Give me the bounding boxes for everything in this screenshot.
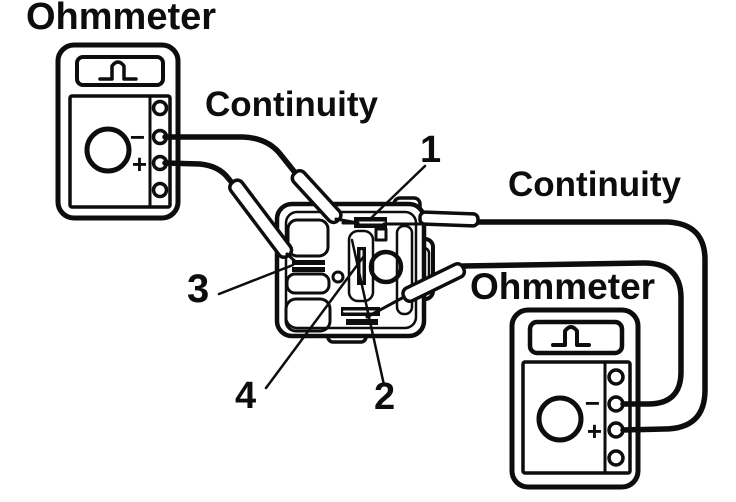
left-ohmmeter-jack-4 bbox=[151, 181, 169, 199]
connector-slot-mid-left bbox=[285, 272, 331, 295]
leader-terminal-4 bbox=[264, 254, 366, 390]
left-positive-wire bbox=[162, 160, 241, 193]
terminal-2-number: 2 bbox=[374, 376, 396, 418]
left-ohmmeter-display bbox=[75, 55, 165, 87]
continuity-pulse-icon bbox=[551, 325, 591, 347]
probe-right-lower-tip bbox=[365, 295, 406, 319]
relay-connector bbox=[274, 196, 435, 344]
probe-right-upper bbox=[418, 210, 480, 228]
terminal-3-blade-lower bbox=[292, 267, 325, 272]
test-lead-wires bbox=[162, 134, 708, 433]
terminal-2-blade-lower bbox=[346, 319, 378, 325]
left-ohmmeter-dial bbox=[84, 126, 132, 174]
leader-terminal-3 bbox=[217, 263, 295, 296]
test-probes bbox=[228, 168, 480, 319]
connector-center-ring bbox=[368, 249, 404, 285]
terminal-1-number: 1 bbox=[420, 129, 442, 171]
leader-terminal-1 bbox=[367, 164, 427, 222]
left-ohmmeter-jack-1 bbox=[151, 99, 169, 117]
terminal-3-number: 3 bbox=[187, 267, 210, 311]
right-ohmmeter-jack-4 bbox=[607, 449, 625, 467]
left-negative-wire bbox=[162, 134, 300, 178]
left-ohmmeter-title: Ohmmeter bbox=[26, 0, 217, 38]
connector-right-channel bbox=[395, 224, 414, 316]
terminal-3-blade bbox=[292, 260, 325, 265]
probe-left-upper-tip bbox=[334, 217, 360, 225]
right-ohmmeter-display bbox=[527, 319, 625, 356]
right-continuity-label: Continuity bbox=[508, 165, 682, 204]
left-continuity-label: Continuity bbox=[205, 85, 379, 124]
terminal-1-stub bbox=[374, 227, 388, 242]
right-positive-wire bbox=[471, 219, 708, 433]
left-ohmmeter-negative-label: − bbox=[130, 122, 145, 152]
terminal-4-number: 4 bbox=[235, 375, 257, 417]
connector-index-dot bbox=[331, 270, 345, 284]
left-ohmmeter: − + bbox=[55, 42, 181, 221]
connector-slot-top-left bbox=[286, 218, 330, 258]
left-ohmmeter-positive-label: + bbox=[132, 149, 147, 179]
right-ohmmeter: − + bbox=[509, 307, 641, 490]
probe-left-lower-tip bbox=[285, 252, 299, 265]
connector-inner-outline bbox=[284, 210, 418, 330]
leader-lines bbox=[217, 164, 427, 390]
continuity-pulse-icon bbox=[98, 60, 138, 81]
right-negative-wire bbox=[460, 260, 684, 407]
right-ohmmeter-negative-label: − bbox=[585, 388, 600, 418]
right-ohmmeter-title: Ohmmeter bbox=[470, 266, 656, 307]
right-ohmmeter-jack-1 bbox=[607, 368, 625, 386]
right-ohmmeter-panel bbox=[521, 360, 632, 475]
right-ohmmeter-dial bbox=[536, 395, 584, 443]
left-ohmmeter-panel bbox=[68, 94, 172, 209]
right-ohmmeter-positive-label: + bbox=[587, 416, 602, 446]
